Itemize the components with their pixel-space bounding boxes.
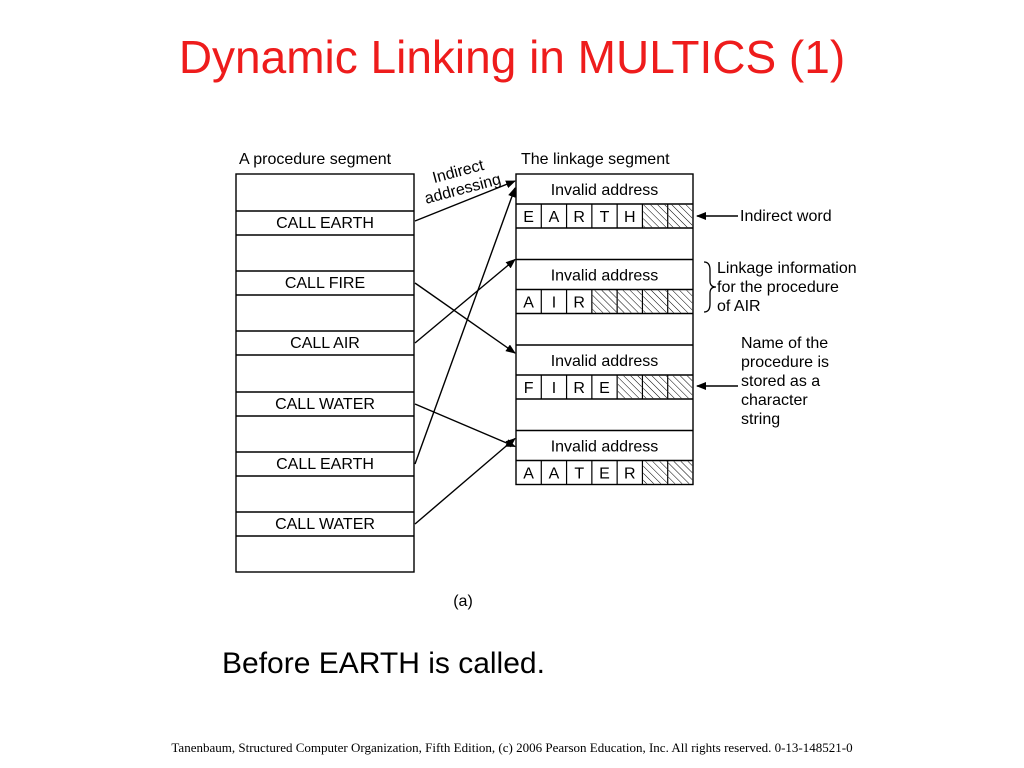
procedure-segment-label: A procedure segment	[239, 151, 392, 168]
procedure-call-1: CALL FIRE	[285, 275, 365, 292]
linkage-char-cell: E	[599, 466, 610, 483]
linkage-char-cell: T	[600, 209, 610, 226]
linkage-char-cell: A	[549, 466, 560, 483]
linkage-hatched-cell	[617, 375, 642, 399]
procedure-call-4: CALL EARTH	[276, 456, 374, 473]
linkage-info-line-1: Linkage information	[717, 260, 857, 277]
linkage-invalid-address-2: Invalid address	[551, 353, 659, 370]
linkage-invalid-address-3: Invalid address	[551, 439, 659, 456]
linkage-char-cell: A	[549, 209, 560, 226]
linkage-hatched-cell	[617, 290, 642, 313]
slide-title: Dynamic Linking in MULTICS (1)	[178, 31, 846, 83]
figure-sublabel: (a)	[453, 593, 473, 610]
linkage-hatched-cell	[668, 461, 693, 484]
linkage-hatched-cell	[668, 375, 693, 399]
linkage-char-cell: A	[523, 466, 534, 483]
linkage-hatched-cell	[643, 461, 667, 484]
call-arrow-1	[414, 282, 516, 354]
procedure-call-0: CALL EARTH	[276, 215, 374, 232]
call-arrows	[414, 180, 516, 525]
name-stored-line-2: procedure is	[741, 354, 829, 371]
linkage-char-cell: F	[524, 380, 534, 397]
procedure-segment-outline	[235, 173, 415, 573]
indirect-word-label: Indirect word	[740, 208, 832, 225]
linkage-hatched-cell	[668, 204, 693, 228]
linkage-hatched-cell	[643, 204, 667, 228]
call-arrow-2	[414, 258, 516, 344]
linkage-info-brace	[703, 261, 717, 313]
linkage-hatched-cell	[643, 290, 667, 313]
name-stored-line-1: Name of the	[741, 335, 828, 352]
linkage-hatched-cell	[592, 290, 617, 313]
linkage-char-cell: E	[523, 209, 534, 226]
linkage-hatched-cell	[668, 290, 693, 313]
linkage-char-cell: R	[573, 380, 585, 397]
linkage-hatched-cell	[643, 375, 667, 399]
call-arrow-4	[414, 187, 516, 465]
linkage-char-cell: H	[624, 209, 636, 226]
linkage-invalid-address-1: Invalid address	[551, 268, 659, 285]
linkage-invalid-address-0: Invalid address	[551, 182, 659, 199]
linkage-char-cell: R	[573, 295, 585, 312]
name-stored-line-4: character	[741, 392, 808, 409]
linkage-char-cell: T	[574, 466, 584, 483]
call-arrow-3	[414, 403, 516, 448]
procedure-segment: CALL EARTH CALL FIRE CALL AIR CALL WATER CAL…	[235, 173, 415, 573]
linkage-char-cell: E	[599, 380, 610, 397]
linkage-char-cell: A	[523, 295, 534, 312]
procedure-call-3: CALL WATER	[275, 396, 375, 413]
indirect-addressing-label: Indirect addressing	[423, 157, 503, 208]
linkage-char-cell: I	[552, 295, 556, 312]
call-arrow-5	[414, 437, 516, 525]
linkage-char-cell: I	[552, 380, 556, 397]
call-arrow-0	[414, 180, 516, 222]
name-stored-annotation: Name of the procedure is stored as a cha…	[696, 335, 829, 428]
linkage-info-line-2: for the procedure	[717, 279, 839, 296]
indirect-word-annotation: Indirect word	[696, 208, 832, 225]
slide-caption: Before EARTH is called.	[222, 647, 545, 680]
name-stored-line-3: stored as a	[741, 373, 820, 390]
linkage-info-line-3: of AIR	[717, 298, 761, 315]
procedure-call-5: CALL WATER	[275, 516, 375, 533]
procedure-call-2: CALL AIR	[290, 335, 360, 352]
name-stored-line-5: string	[741, 411, 780, 428]
linkage-char-cell: R	[573, 209, 585, 226]
linkage-segment-label: The linkage segment	[521, 151, 670, 168]
linkage-info-annotation: Linkage information for the procedure of…	[703, 260, 857, 315]
slide-footer: Tanenbaum, Structured Computer Organizat…	[171, 740, 853, 755]
linkage-char-cell: R	[624, 466, 636, 483]
